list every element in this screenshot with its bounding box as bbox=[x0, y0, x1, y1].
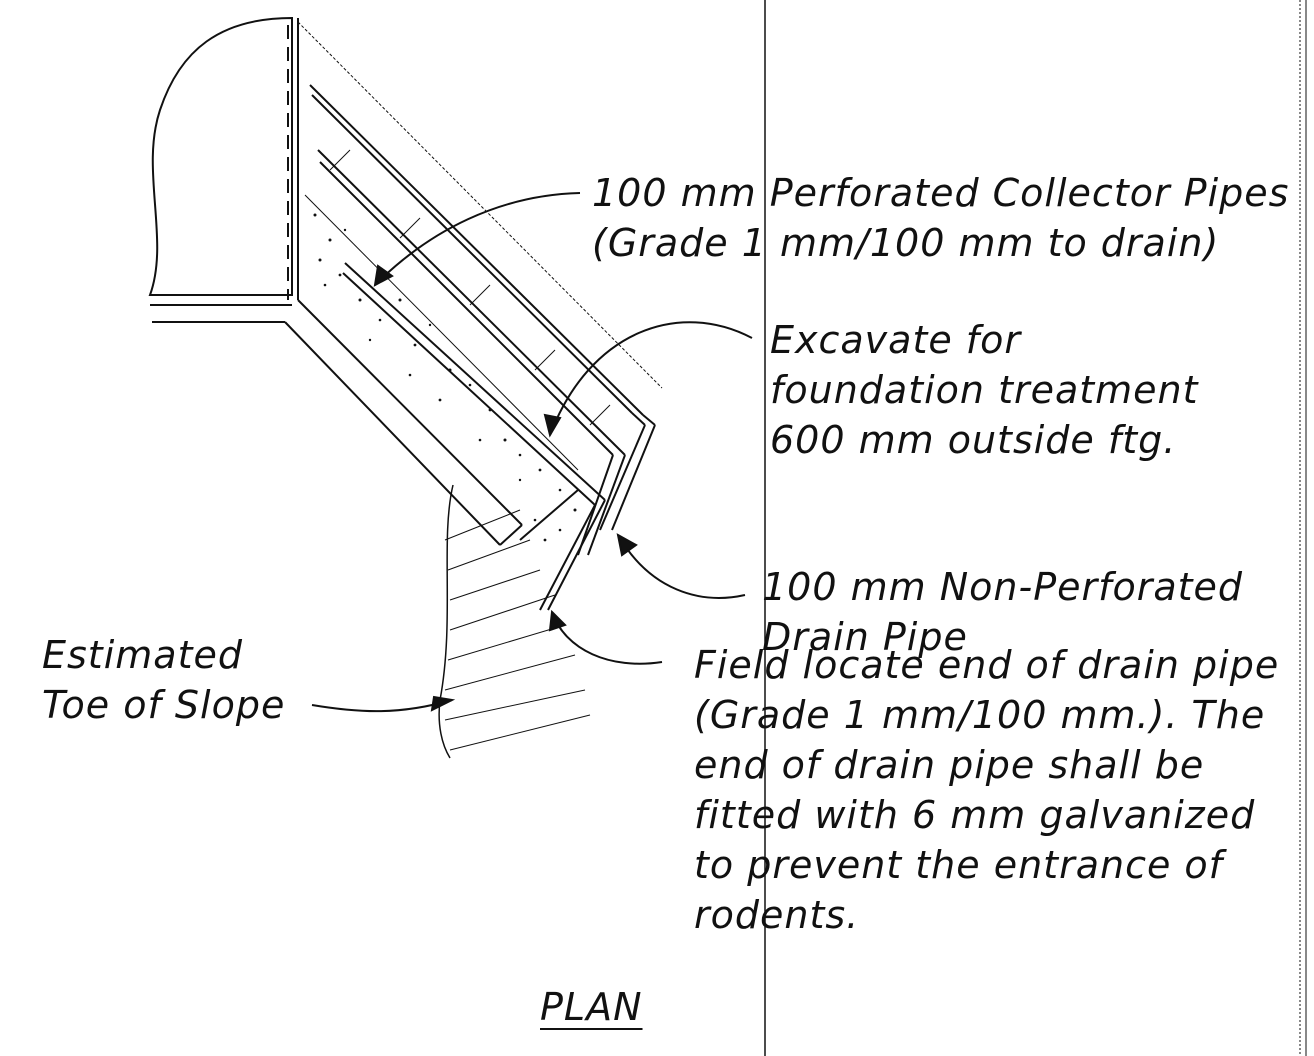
collector-pipe-1 bbox=[309, 84, 644, 416]
collector-pipes-leader bbox=[374, 192, 581, 286]
drain-pipe-note: 100 mm Non-Perforated Drain Pipe bbox=[762, 562, 1243, 662]
collector-pipes-arrowhead bbox=[373, 264, 394, 287]
abutment-outline bbox=[148, 16, 293, 296]
collector-pipes-note: 100 mm Perforated Collector Pipes (Grade… bbox=[592, 168, 1289, 268]
excavate-note-line-2: foundation treatment bbox=[770, 368, 1199, 412]
excavate-arrowhead bbox=[543, 413, 562, 438]
drain-pipe-arrowhead bbox=[616, 533, 638, 557]
field-locate-arrowhead bbox=[548, 609, 567, 632]
field-locate-note-line-4: fitted with 6 mm galvanized bbox=[694, 793, 1256, 837]
excavate-note-line-3: 600 mm outside ftg. bbox=[770, 418, 1177, 462]
toe-of-slope-arrowhead bbox=[430, 695, 456, 712]
toe-of-slope-line bbox=[438, 484, 454, 759]
excavate-leader bbox=[549, 321, 753, 436]
field-locate-note-line-3: end of drain pipe shall be bbox=[694, 743, 1205, 787]
field-locate-note-line-5: to prevent the entrance of bbox=[694, 843, 1224, 887]
collector-pipes-note-line-1: 100 mm Perforated Collector Pipes bbox=[592, 171, 1290, 215]
toe-of-slope-note-line-2: Toe of Slope bbox=[42, 683, 286, 727]
excavate-note: Excavate for foundation treatment 600 mm… bbox=[770, 315, 1199, 465]
toe-of-slope-note-line-1: Estimated bbox=[42, 633, 243, 677]
footing-inner-line bbox=[304, 194, 579, 471]
field-locate-note-line-6: rodents. bbox=[694, 893, 860, 937]
field-locate-note-line-2: (Grade 1 mm/100 mm.). The bbox=[694, 693, 1266, 737]
field-locate-leader bbox=[551, 611, 663, 665]
toe-of-slope-note: Estimated Toe of Slope bbox=[42, 630, 285, 730]
plan-title: PLAN bbox=[540, 985, 643, 1029]
drain-pipe-note-line-1: 100 mm Non-Perforated bbox=[762, 565, 1244, 609]
concrete-stipple bbox=[313, 213, 577, 542]
toe-of-slope-leader bbox=[311, 699, 453, 713]
cross-ties bbox=[329, 149, 611, 426]
drain-pipe-note-line-2: Drain Pipe bbox=[762, 615, 968, 659]
excavate-note-line-1: Excavate for bbox=[770, 318, 1022, 362]
footing-outer-line bbox=[297, 21, 663, 389]
wall-edge-line-1 bbox=[284, 321, 501, 546]
collector-pipe-3 bbox=[342, 262, 606, 506]
drain-pipe bbox=[519, 412, 656, 611]
field-locate-note-line-1: Field locate end of drain pipe bbox=[694, 643, 1280, 687]
drain-pipe-leader bbox=[617, 534, 746, 599]
collector-pipes-note-line-2: (Grade 1 mm/100 mm to drain) bbox=[592, 221, 1220, 265]
wall-end-line bbox=[499, 524, 523, 546]
wall-edge-line-2 bbox=[297, 299, 523, 526]
field-locate-note: Field locate end of drain pipe (Grade 1 … bbox=[694, 640, 1279, 940]
slope-hatching bbox=[444, 509, 591, 751]
